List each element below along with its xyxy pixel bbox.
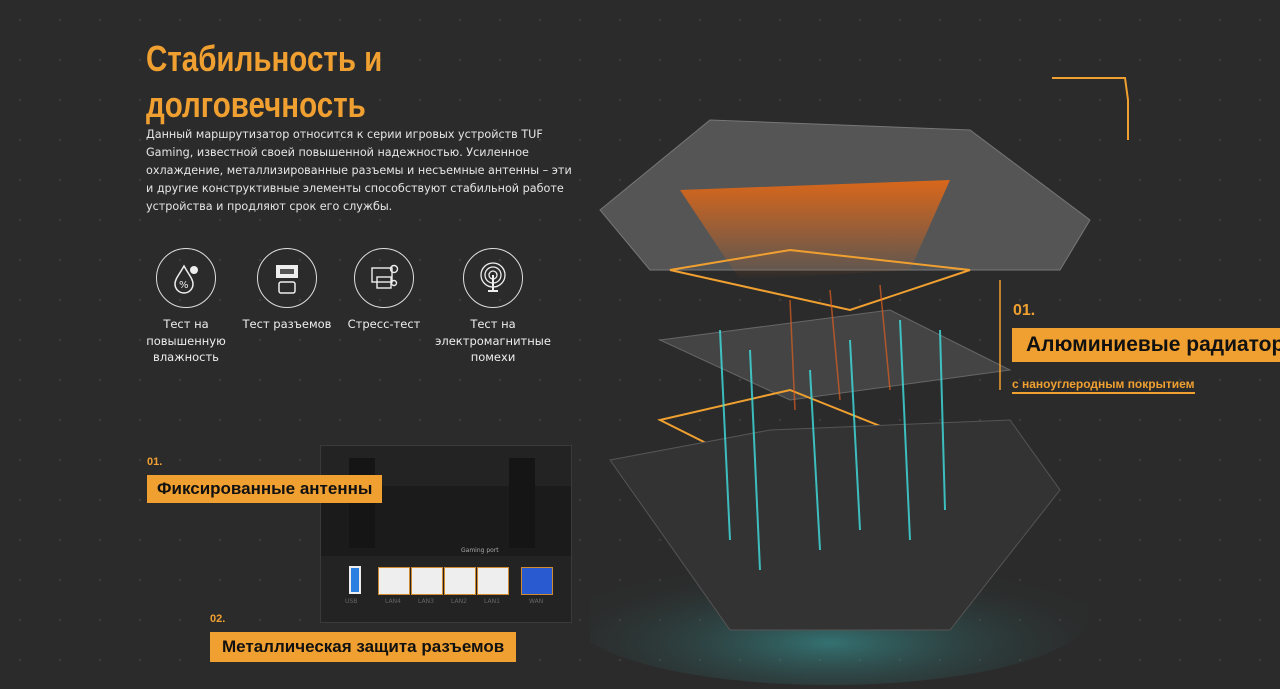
router-base	[609, 419, 1061, 631]
feature-humidity: % Тест на повышенную влажность	[146, 248, 226, 366]
feature-stress: Стресс-тест	[346, 248, 422, 333]
feature-label: Стресс-тест	[347, 317, 421, 331]
connector-icon	[257, 248, 317, 308]
router-exploded-illustration	[590, 77, 1129, 685]
radiators-sublabel: с наноуглеродным покрытием	[1012, 377, 1195, 394]
description: Данный маршрутизатор относится к серии и…	[146, 128, 572, 213]
lan-port	[378, 567, 410, 595]
port-label: LAN4	[385, 598, 401, 605]
ports-label: Металлическая защита разъемов	[210, 632, 517, 662]
feature-emi: Тест на электромагнитные помехи	[434, 248, 552, 366]
radiators-number: 01.	[1013, 302, 1036, 319]
port-label: LAN1	[484, 598, 500, 605]
usb-port	[349, 566, 361, 594]
ports-number: 02.	[210, 613, 226, 625]
port-label: LAN3	[418, 598, 434, 605]
radiators-label: Алюминиевые радиаторы	[1012, 328, 1280, 362]
corner-bracket	[1052, 77, 1129, 140]
port-label: USB	[345, 598, 358, 605]
wan-port	[521, 567, 553, 595]
heat-lines	[789, 284, 891, 411]
circuit-board	[658, 309, 1012, 401]
svg-text:%: %	[179, 280, 189, 291]
antenna-signal-icon	[463, 248, 523, 308]
feature-label: Тест разъемов	[242, 317, 332, 331]
lan-port	[411, 567, 443, 595]
antennas-label: Фиксированные антенны	[147, 475, 383, 503]
cooling-lines	[719, 319, 946, 571]
page-title: Стабильность и долговечность	[146, 36, 382, 128]
port-label: LAN2	[451, 598, 467, 605]
radiator-top	[669, 248, 971, 312]
gaming-port-label: Gaming port	[461, 547, 499, 554]
port-label: WAN	[529, 598, 544, 605]
stress-test-icon	[354, 248, 414, 308]
feature-connectors: Тест разъемов	[240, 248, 334, 333]
antenna-right	[509, 458, 535, 548]
heat-glow	[680, 180, 950, 280]
lan-port	[477, 567, 509, 595]
title-line-1: Стабильность и	[146, 38, 383, 79]
lan-port	[444, 567, 476, 595]
humidity-icon: %	[156, 248, 216, 308]
feature-label: Тест на повышенную влажность	[146, 317, 226, 364]
title-line-2: долговечность	[146, 84, 366, 125]
router-rear-photo: Gaming port USB LAN4 LAN3 LAN2 LAN1 WAN	[320, 445, 572, 623]
feature-label: Тест на электромагнитные помехи	[435, 317, 551, 364]
antenna-left	[349, 458, 375, 548]
antennas-number: 01.	[147, 456, 163, 468]
